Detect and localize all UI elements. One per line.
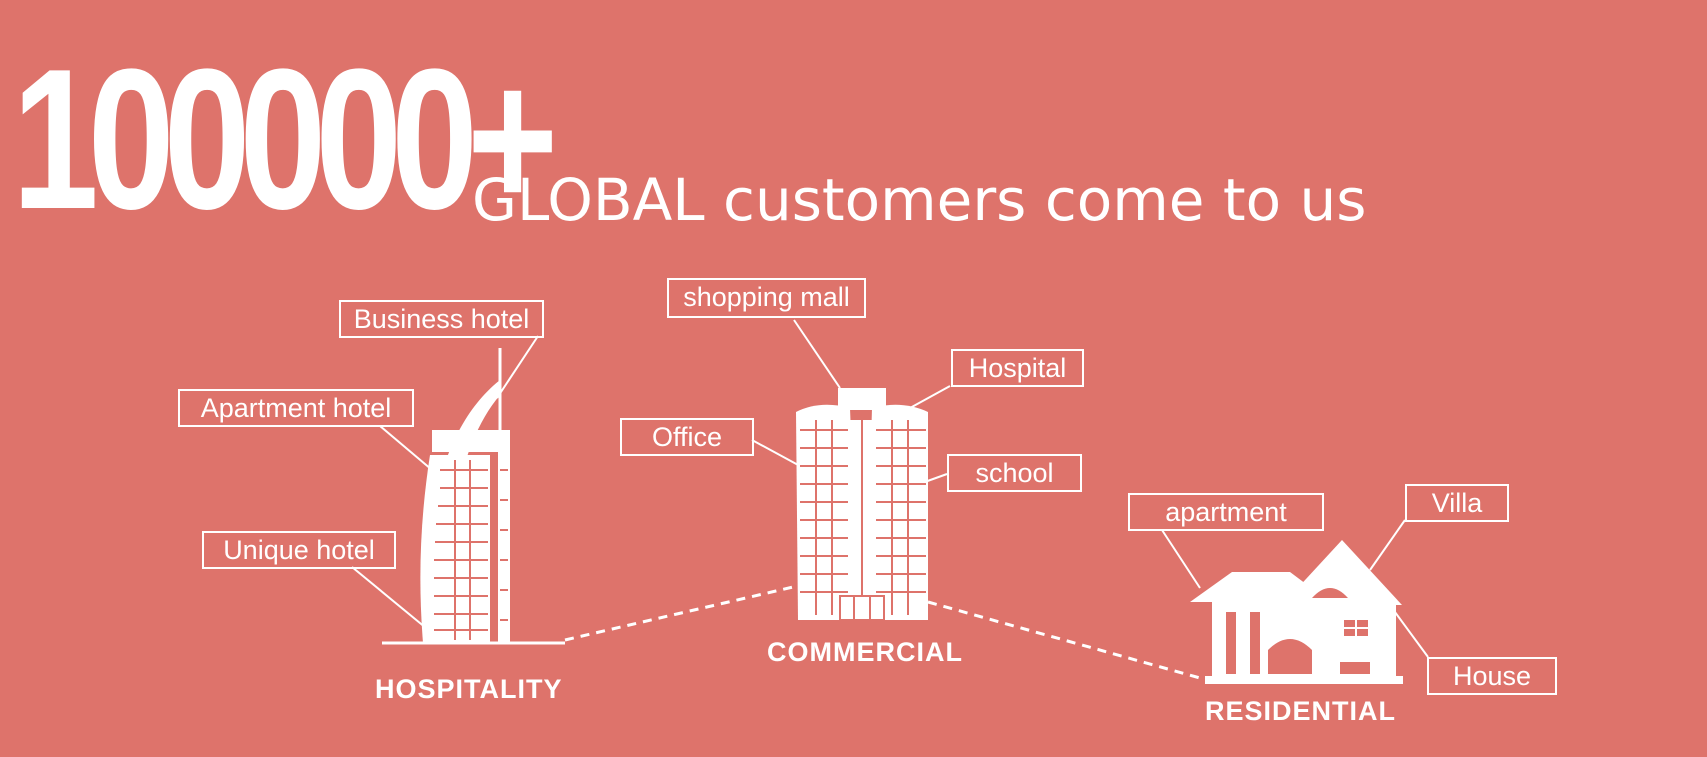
label-shopping-mall: shopping mall bbox=[667, 278, 866, 318]
headline-number: 100000+ bbox=[12, 28, 558, 251]
label-hospital: Hospital bbox=[951, 349, 1084, 387]
label-villa: Villa bbox=[1405, 484, 1509, 522]
dashed-paths bbox=[564, 585, 1201, 680]
label-unique-hotel: Unique hotel bbox=[202, 531, 396, 569]
label-connectors bbox=[351, 319, 1429, 658]
label-apartment-hotel: Apartment hotel bbox=[178, 389, 414, 427]
category-commercial: COMMERCIAL bbox=[767, 637, 963, 667]
category-residential: RESIDENTIAL bbox=[1205, 696, 1397, 726]
commercial-building-icon bbox=[796, 388, 928, 621]
headline-tagline: GLOBAL customers come to us bbox=[472, 166, 1367, 234]
label-business-hotel: Business hotel bbox=[339, 300, 544, 338]
label-office: Office bbox=[620, 418, 754, 456]
label-house: House bbox=[1427, 657, 1557, 695]
label-school: school bbox=[947, 454, 1082, 492]
hotel-building-icon bbox=[382, 348, 565, 645]
label-apartment: apartment bbox=[1128, 493, 1324, 531]
category-hospitality: HOSPITALITY bbox=[375, 674, 563, 704]
house-icon bbox=[1190, 540, 1403, 684]
